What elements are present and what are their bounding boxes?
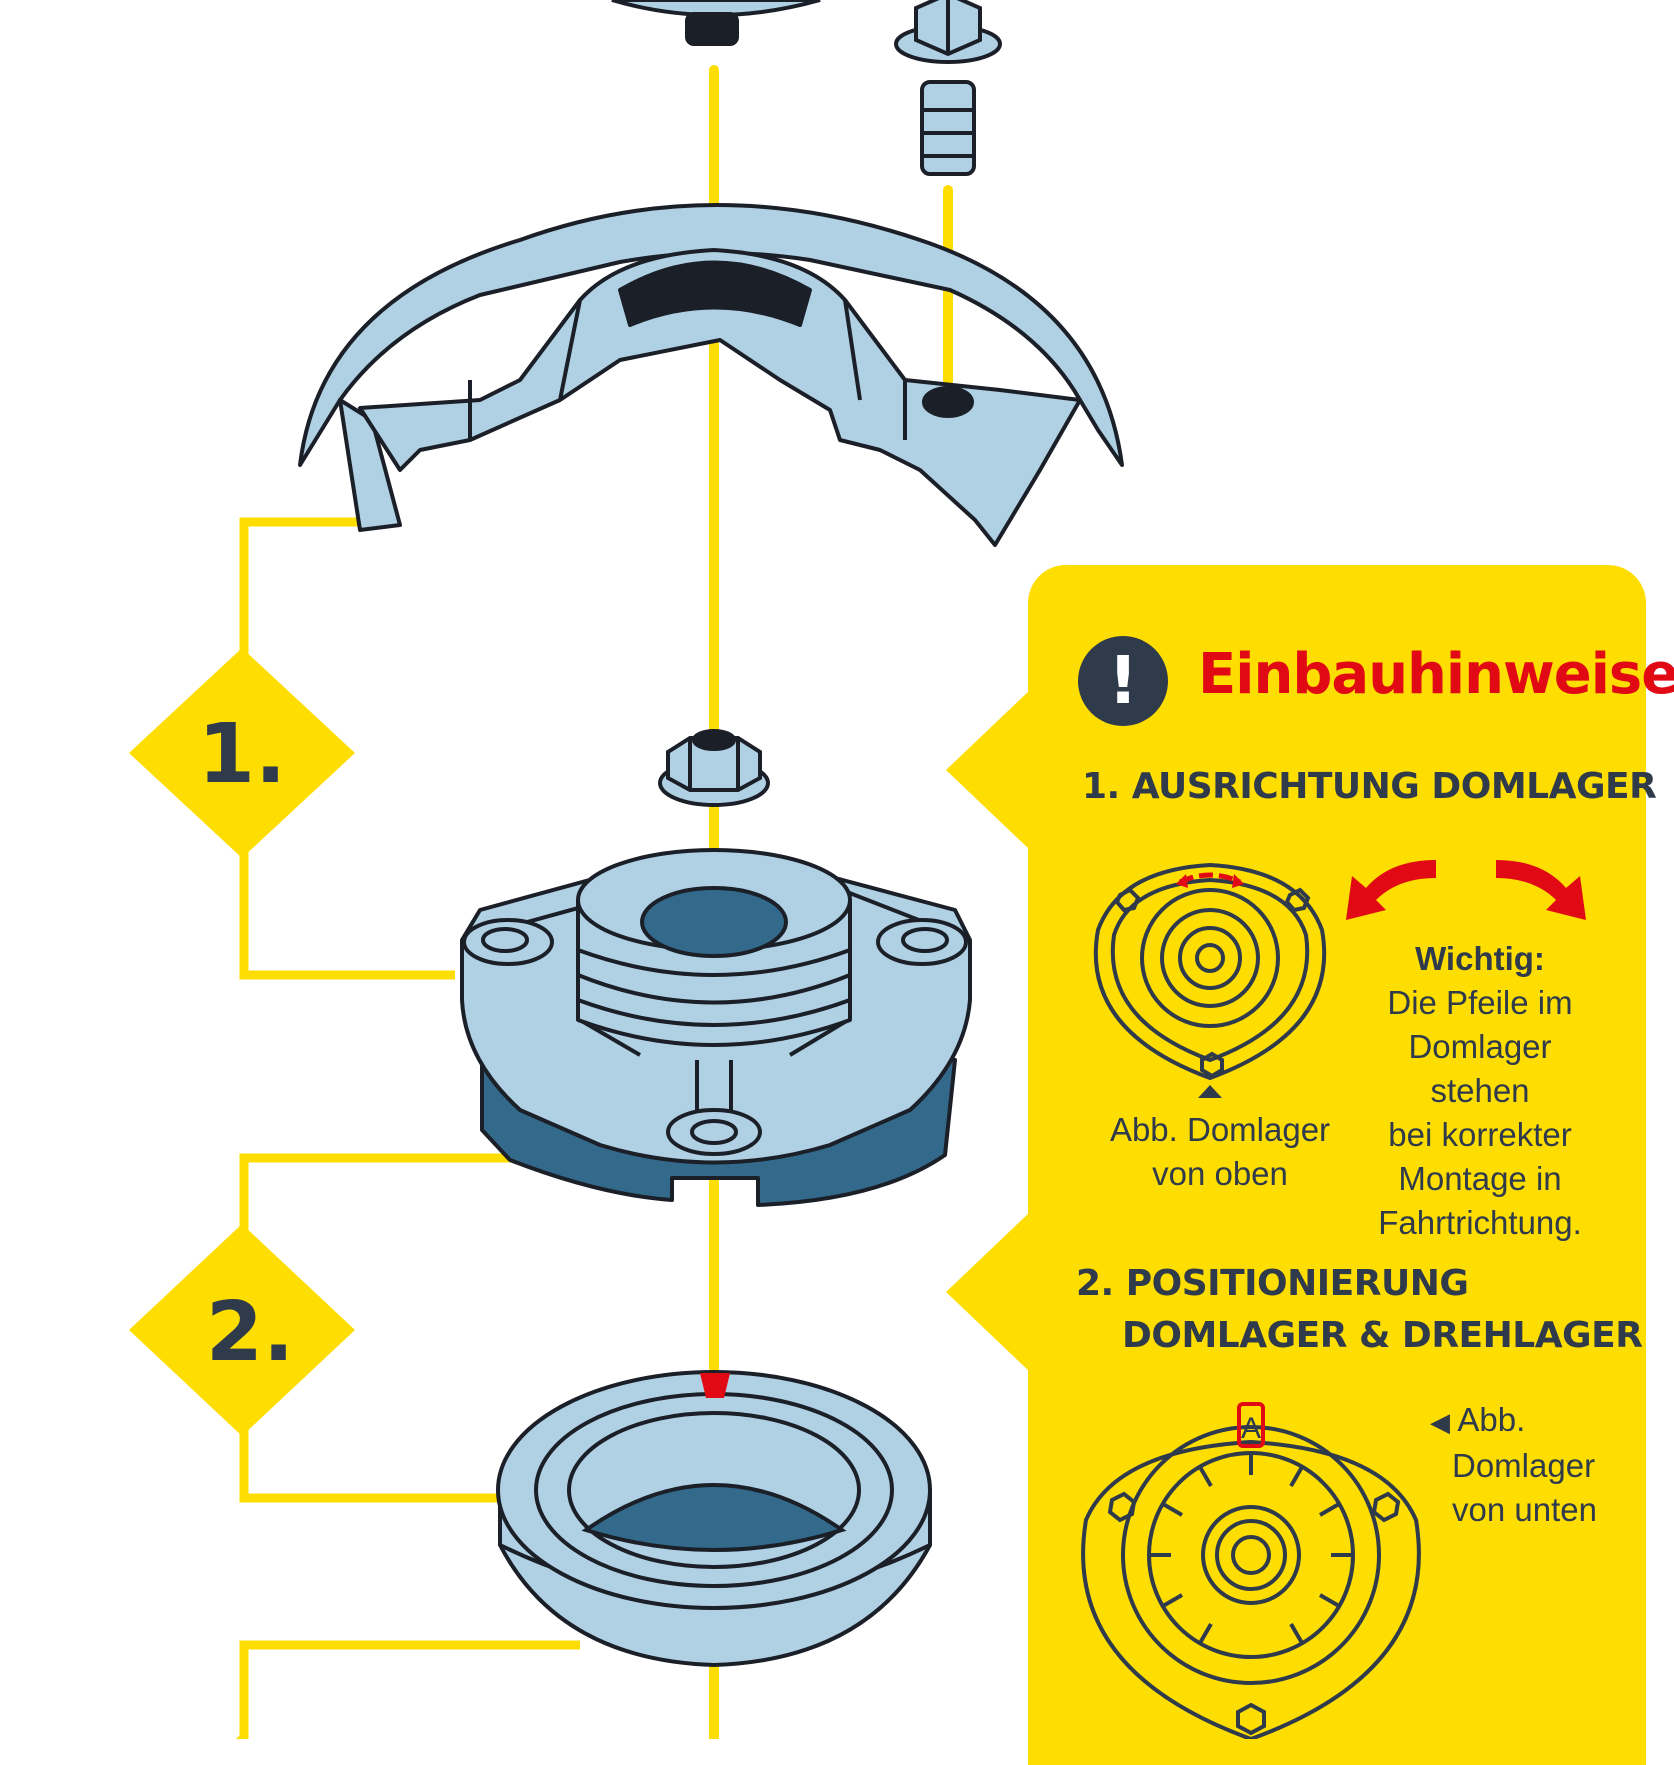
panel-pointer-1 <box>946 690 1030 850</box>
strut-mount-domlager <box>460 848 972 1207</box>
triangle-pointer-icon <box>1198 1085 1222 1098</box>
section-1-title: 1. AUSRICHTUNG DOMLAGER <box>1082 766 1657 807</box>
section-2-caption-line-3: von unten <box>1452 1491 1597 1528</box>
triangle-pointer-icon: ◀ <box>1430 1407 1450 1437</box>
section-1-caption-line-2: von oben <box>1152 1155 1288 1192</box>
panel-pointer-2 <box>946 1212 1030 1372</box>
note-line-2: Domlager stehen <box>1408 1028 1552 1109</box>
section-1-note: Wichtig: Die Pfeile im Domlager stehen b… <box>1360 937 1600 1245</box>
note-line-1: Die Pfeile im <box>1387 984 1573 1021</box>
hex-nut <box>658 729 770 807</box>
section-2-caption-line-1: Abb. <box>1457 1401 1526 1438</box>
note-heading: Wichtig: <box>1415 940 1545 977</box>
bearing-marker-letter: A <box>1241 1412 1261 1445</box>
step-2-number: 2. <box>206 1285 294 1380</box>
strut-bearing-drehlager <box>496 1370 932 1668</box>
section-1-caption: Abb. Domlager von oben <box>1100 1108 1340 1196</box>
mounting-bolt <box>894 0 1002 176</box>
domlager-bottom-view: A <box>1081 1402 1421 1739</box>
section-1-caption-line-1: Abb. Domlager <box>1109 1111 1331 1148</box>
domlager-top-view <box>1093 862 1327 1098</box>
section-2-title-line-2: DOMLAGER & DREHLAGER <box>1122 1315 1643 1356</box>
step-1-marker: 1. <box>129 648 355 858</box>
section-2-caption-line-2: Domlager <box>1452 1447 1596 1484</box>
note-line-4: Montage in <box>1398 1160 1562 1197</box>
spring-cover-cup <box>298 203 1124 547</box>
installation-notes-panel <box>1028 565 1646 1765</box>
section-2-caption: ◀ Abb. Domlager von unten <box>1430 1398 1630 1532</box>
exclamation-icon: ! <box>1078 636 1168 726</box>
step-3-marker-partial <box>235 1733 249 1739</box>
bearing-scale-marks <box>1149 1453 1353 1645</box>
rotate-arrows-icon <box>1346 860 1586 920</box>
section-1-illustrations <box>1093 860 1586 1098</box>
section-2-title-line-1: 2. POSITIONIERUNG <box>1076 1263 1469 1304</box>
strut-top-part <box>611 0 821 46</box>
step-2-marker: 2. <box>129 1224 355 1436</box>
step-1-number: 1. <box>198 707 286 802</box>
note-line-3: bei korrekter <box>1388 1116 1572 1153</box>
panel-title: Einbauhinweise <box>1198 642 1674 707</box>
note-line-5: Fahrtrichtung. <box>1378 1204 1582 1241</box>
